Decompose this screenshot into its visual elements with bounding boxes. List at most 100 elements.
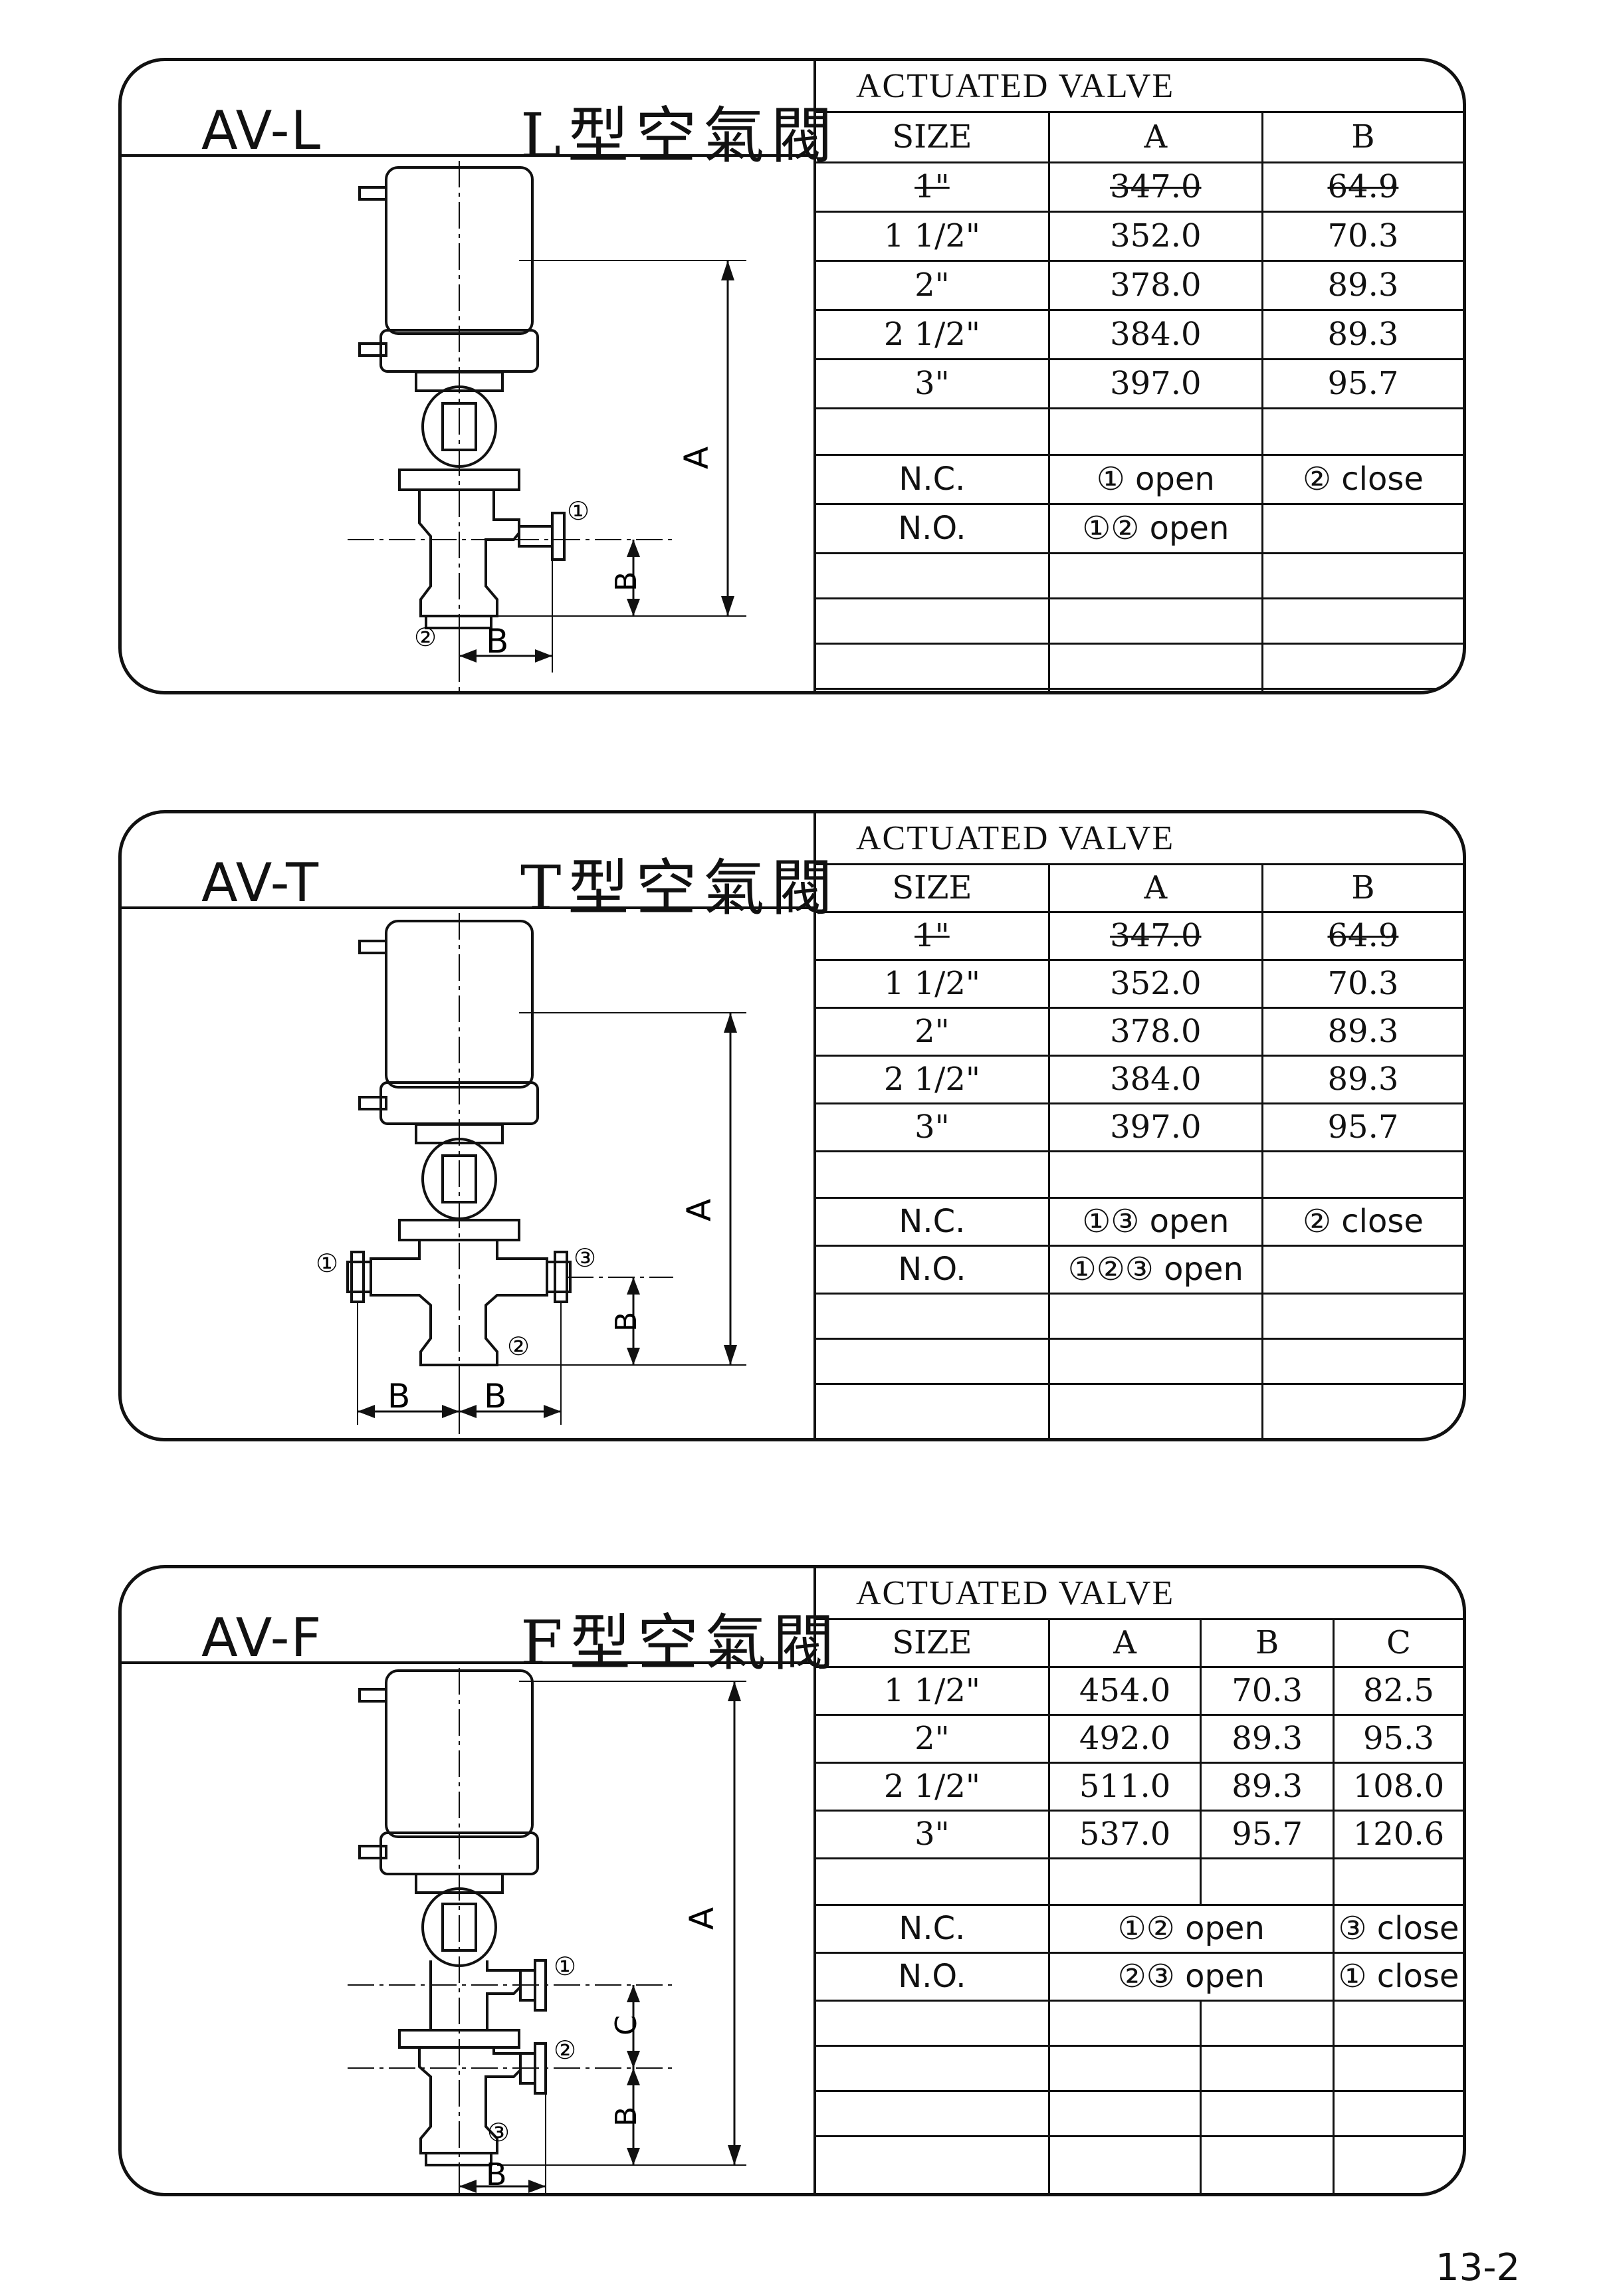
cell-b: 89.3 bbox=[1200, 1713, 1335, 1764]
col-header-b: B bbox=[1261, 110, 1463, 163]
dimension-b-vertical-label: B bbox=[609, 1312, 643, 1332]
table-row: 3" 397.0 95.7 bbox=[816, 1102, 1463, 1152]
dimension-b-vertical-label: B bbox=[609, 572, 643, 591]
nc-row: N.C. ①③ open ② close bbox=[816, 1196, 1463, 1247]
table-row: 2 1/2" 511.0 89.3 108.0 bbox=[816, 1761, 1463, 1812]
cell-b: 70.3 bbox=[1261, 210, 1463, 262]
table-row: 1" 347.0 64.9 bbox=[816, 910, 1463, 961]
cell-size: 2 1/2" bbox=[816, 1054, 1050, 1104]
table-row: 2" 378.0 89.3 bbox=[816, 1006, 1463, 1057]
title-divider bbox=[122, 154, 816, 157]
cell-a: 537.0 bbox=[1047, 1809, 1202, 1859]
model-code: AV-F bbox=[201, 1607, 323, 1669]
port-2-label: ② bbox=[554, 2035, 576, 2065]
page-number: 13-2 bbox=[1436, 2246, 1521, 2289]
cell-b: 95.7 bbox=[1261, 1102, 1463, 1152]
no-close bbox=[1261, 1244, 1463, 1295]
spec-table: ACTUATED VALVE SIZE A B C 1 1/2" 454.0 7… bbox=[816, 1568, 1463, 2193]
table-row: 2 1/2" 384.0 89.3 bbox=[816, 308, 1463, 360]
dimension-a-label: A bbox=[677, 447, 716, 469]
dimension-b-left-label: B bbox=[387, 1377, 410, 1415]
cell-size: 2" bbox=[816, 259, 1050, 311]
table-title: ACTUATED VALVE bbox=[816, 61, 1463, 113]
nc-open: ①③ open bbox=[1047, 1196, 1263, 1247]
no-row: N.O. ①② open bbox=[816, 502, 1463, 554]
cell-a: 384.0 bbox=[1047, 1054, 1263, 1104]
cell-b: 89.3 bbox=[1261, 1054, 1463, 1104]
no-label: N.O. bbox=[816, 1951, 1050, 2002]
dimension-b-horizontal-label: B bbox=[486, 2156, 507, 2192]
cell-a: 454.0 bbox=[1047, 1665, 1202, 1716]
port-3-label: ③ bbox=[574, 1243, 596, 1273]
cell-a: 397.0 bbox=[1047, 358, 1263, 409]
cell-a: 352.0 bbox=[1047, 210, 1263, 262]
no-close bbox=[1261, 502, 1463, 554]
spec-table: ACTUATED VALVE SIZE A B 1" 347.0 64.9 1 … bbox=[816, 61, 1463, 691]
cell-a: 347.0 bbox=[1047, 910, 1263, 961]
dimension-c-label: C bbox=[609, 2015, 643, 2035]
dimension-a-label: A bbox=[680, 1199, 718, 1221]
no-open: ②③ open bbox=[1047, 1951, 1335, 2002]
cell-size: 3" bbox=[816, 358, 1050, 409]
no-close: ① close bbox=[1332, 1951, 1463, 2002]
av-f-technical-drawing: A C B B ① ② ③ bbox=[348, 1668, 746, 2193]
port-2-label: ② bbox=[414, 623, 437, 652]
cell-b: 89.3 bbox=[1261, 308, 1463, 360]
port-3-ferrule bbox=[554, 1251, 568, 1303]
nc-open: ① open bbox=[1047, 453, 1263, 505]
cell-a: 352.0 bbox=[1047, 958, 1263, 1009]
cell-size: 1 1/2" bbox=[816, 1665, 1050, 1716]
cell-size: 2" bbox=[816, 1713, 1050, 1764]
spec-table: ACTUATED VALVE SIZE A B 1" 347.0 64.9 1 … bbox=[816, 813, 1463, 1438]
col-header-size: SIZE bbox=[816, 110, 1050, 163]
cell-b: 64.9 bbox=[1261, 910, 1463, 961]
table-row: 2 1/2" 384.0 89.3 bbox=[816, 1054, 1463, 1104]
nc-label: N.C. bbox=[816, 1196, 1050, 1247]
cell-b: 95.7 bbox=[1261, 358, 1463, 409]
nc-open: ①② open bbox=[1047, 1903, 1335, 1954]
air-fitting-bottom bbox=[358, 342, 387, 357]
nc-close: ② close bbox=[1261, 453, 1463, 505]
col-header-size: SIZE bbox=[816, 1618, 1050, 1668]
table-row: 2" 492.0 89.3 95.3 bbox=[816, 1713, 1463, 1764]
port-1-label: ① bbox=[316, 1249, 338, 1278]
valve-card-av-l: AV-L L型空氣閥 bbox=[118, 58, 1466, 694]
col-header-a: A bbox=[1047, 863, 1263, 913]
port-1-label: ① bbox=[554, 1952, 576, 1981]
cell-b: 70.3 bbox=[1261, 958, 1463, 1009]
chinese-name: L型空氣閥 bbox=[520, 100, 839, 171]
port-1-ferrule bbox=[551, 512, 566, 561]
table-row: 1" 347.0 64.9 bbox=[816, 161, 1463, 213]
title-divider bbox=[122, 1661, 816, 1664]
cell-c: 95.3 bbox=[1332, 1713, 1463, 1764]
nc-row: N.C. ① open ② close bbox=[816, 453, 1463, 505]
cell-size: 2 1/2" bbox=[816, 308, 1050, 360]
table-row: 3" 397.0 95.7 bbox=[816, 358, 1463, 409]
port-1-label: ① bbox=[567, 496, 590, 526]
cell-c: 120.6 bbox=[1332, 1809, 1463, 1859]
table-title: ACTUATED VALVE bbox=[816, 813, 1463, 865]
table-row: 1 1/2" 454.0 70.3 82.5 bbox=[816, 1665, 1463, 1716]
table-row: 1 1/2" 352.0 70.3 bbox=[816, 958, 1463, 1009]
cell-b: 70.3 bbox=[1200, 1665, 1335, 1716]
col-header-c: C bbox=[1332, 1618, 1463, 1668]
cell-a: 511.0 bbox=[1047, 1761, 1202, 1812]
cell-b: 89.3 bbox=[1200, 1761, 1335, 1812]
cell-a: 378.0 bbox=[1047, 259, 1263, 311]
cell-size: 2" bbox=[816, 1006, 1050, 1057]
cell-b: 95.7 bbox=[1200, 1809, 1335, 1859]
cell-a: 492.0 bbox=[1047, 1713, 1202, 1764]
col-header-b: B bbox=[1261, 863, 1463, 913]
table-title: ACTUATED VALVE bbox=[816, 1568, 1463, 1620]
dimension-b-vertical-label: B bbox=[609, 2107, 643, 2127]
dimension-a-label: A bbox=[683, 1907, 721, 1930]
col-header-size: SIZE bbox=[816, 863, 1050, 913]
dimension-b-horizontal-label: B bbox=[486, 622, 508, 661]
port-3-label: ③ bbox=[487, 2118, 510, 2147]
cell-c: 82.5 bbox=[1332, 1665, 1463, 1716]
cell-a: 378.0 bbox=[1047, 1006, 1263, 1057]
model-code: AV-T bbox=[201, 852, 320, 914]
nc-row: N.C. ①② open ③ close bbox=[816, 1903, 1463, 1954]
col-header-a: A bbox=[1047, 110, 1263, 163]
cell-size: 1 1/2" bbox=[816, 958, 1050, 1009]
